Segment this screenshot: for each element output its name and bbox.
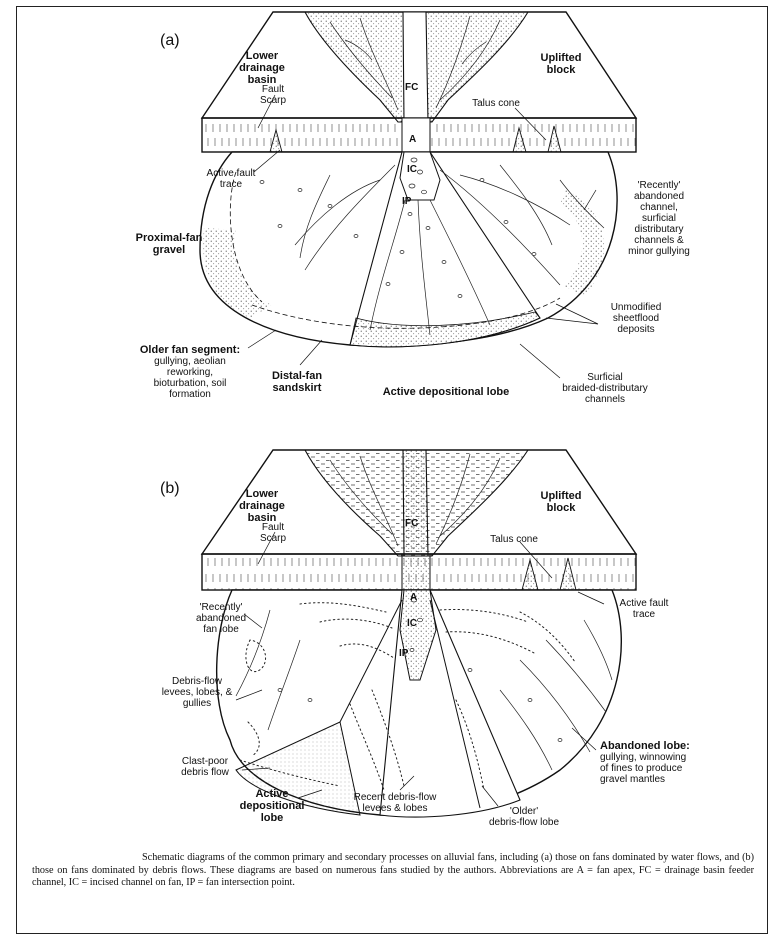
panel-a-abbr-a: A bbox=[409, 134, 416, 145]
panel-b-clast-poor-label: Clast-poor debris flow bbox=[170, 756, 240, 778]
panel-b-recently-abandoned-lobe-label: 'Recently' abandoned fan lobe bbox=[186, 602, 256, 635]
panel-b-recent-debris-flow-label: Recent debris-flow levees & lobes bbox=[340, 792, 450, 814]
panel-b-abbr-ip: IP bbox=[399, 648, 408, 659]
panel-a-surficial-braided-label: Surficial braided-distributary channels bbox=[550, 372, 660, 405]
panel-a-uplifted-block-label: Uplifted block bbox=[526, 52, 596, 76]
panel-b-debris-flow-levees-label: Debris-flow levees, lobes, & gullies bbox=[152, 676, 242, 709]
panel-a-abbr-ip: IP bbox=[402, 196, 411, 207]
panel-a-older-fan-segment-desc: gullying, aeolian reworking, bioturbatio… bbox=[134, 356, 246, 400]
panel-a-feeder-channel bbox=[403, 12, 428, 122]
figure-caption: Schematic diagrams of the common primary… bbox=[32, 852, 754, 890]
panel-a-tag: (a) bbox=[160, 32, 180, 50]
panel-a-abbr-fc: FC bbox=[405, 82, 418, 93]
panel-a-abbr-ic: IC bbox=[407, 164, 417, 175]
panel-a-proximal-fan-gravel-label: Proximal-fan gravel bbox=[124, 232, 214, 256]
panel-a-unmodified-sheetflood-label: Unmodified sheetflood deposits bbox=[596, 302, 676, 335]
panel-b-active-depositional-lobe-label: Active depositional lobe bbox=[232, 788, 312, 824]
panel-b-feeder-channel bbox=[403, 450, 428, 556]
panel-b-fault-scarp-label: Fault Scarp bbox=[248, 522, 298, 544]
panel-a-distal-fan-sandskirt-label: Distal-fan sandskirt bbox=[262, 370, 332, 394]
panel-b-abbr-ic: IC bbox=[407, 618, 417, 629]
panel-a-lower-drainage-basin-label: Lower drainage basin bbox=[222, 50, 302, 86]
panel-a-talus-cone-label: Talus cone bbox=[456, 98, 536, 109]
panel-b-abandoned-lobe-desc: gullying, winnowing of fines to produce … bbox=[600, 752, 720, 785]
panel-b-active-fault-trace-label: Active fault trace bbox=[604, 598, 684, 620]
panel-a-recently-abandoned-label: 'Recently' abandoned channel, surficial … bbox=[604, 180, 714, 257]
panel-b-tag: (b) bbox=[160, 480, 180, 498]
panel-b-abandoned-lobe-title: Abandoned lobe: bbox=[600, 740, 720, 752]
panel-a-active-fault-trace-label: Active fault trace bbox=[196, 168, 266, 190]
panel-a-active-depositional-lobe-label: Active depositional lobe bbox=[376, 386, 516, 398]
panel-b-uplifted-block-label: Uplifted block bbox=[526, 490, 596, 514]
panel-b-abbr-fc: FC bbox=[405, 518, 418, 529]
panel-a-older-fan-segment-title: Older fan segment: bbox=[130, 344, 250, 356]
panel-b-abbr-a: A bbox=[410, 592, 417, 603]
panel-b-talus-cone-label: Talus cone bbox=[474, 534, 554, 545]
panel-a-fault-scarp-label: Fault Scarp bbox=[248, 84, 298, 106]
panel-b-lower-drainage-basin-label: Lower drainage basin bbox=[222, 488, 302, 524]
panel-b-older-debris-flow-lobe-label: 'Older' debris-flow lobe bbox=[474, 806, 574, 828]
